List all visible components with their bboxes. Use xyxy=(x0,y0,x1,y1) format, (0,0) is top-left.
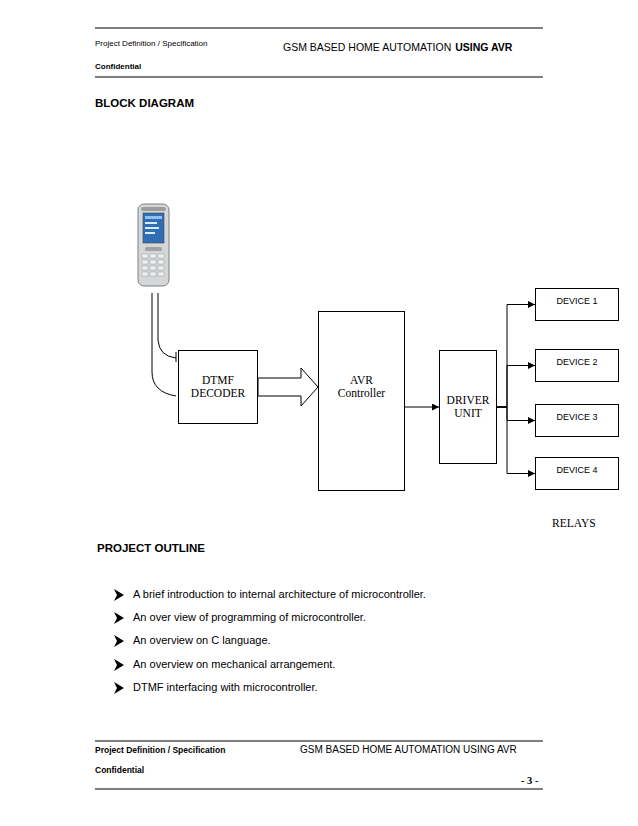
box-label: DEVICE 2 xyxy=(556,357,597,367)
box-label: AVR Controller xyxy=(331,374,393,400)
section-heading: PROJECT OUTLINE xyxy=(97,542,205,556)
signal-arrow xyxy=(152,293,176,396)
driver-box: DRIVER UNIT xyxy=(439,350,497,464)
bullet-arrow xyxy=(114,612,124,624)
header-title: GSM BASED HOME AUTOMATION xyxy=(283,41,451,54)
signal-arrow xyxy=(497,305,535,408)
controller-box: AVR Controller xyxy=(318,311,405,491)
bullet-text: An overview on mechanical arrangement. xyxy=(133,658,335,671)
footer-text: Confidential xyxy=(95,765,144,775)
page-number: - 3 - xyxy=(521,775,539,788)
device-box: DEVICE 4 xyxy=(535,457,619,490)
bullet-arrow xyxy=(114,589,124,601)
group-label: RELAYS xyxy=(552,517,596,531)
box-label: DTMF DECODER xyxy=(183,374,253,400)
signal-arrow xyxy=(497,407,535,421)
box-label: DRIVER UNIT xyxy=(444,394,492,420)
bullet-text: DTMF interfacing with microcontroller. xyxy=(133,681,318,694)
footer-text: Project Definition / Specification xyxy=(95,745,225,755)
header-title-row: GSM BASED HOME AUTOMATION USING AVR xyxy=(283,37,516,55)
header-text: Project Definition / Specification xyxy=(95,39,208,49)
block-arrow xyxy=(258,368,318,406)
box-label: DEVICE 1 xyxy=(556,296,597,306)
bullet-text: An overview on C language. xyxy=(133,634,271,647)
decoder-box: DTMF DECODER xyxy=(178,350,258,424)
footer-rule xyxy=(95,789,543,790)
header-text: Confidential xyxy=(95,62,141,72)
footer-title: GSM BASED HOME AUTOMATION USING AVR xyxy=(300,744,517,756)
device-box: DEVICE 1 xyxy=(535,288,619,321)
bullet-text: A brief introduction to internal archite… xyxy=(133,588,426,601)
device-box: DEVICE 3 xyxy=(535,404,619,437)
device-box: DEVICE 2 xyxy=(535,349,619,382)
signal-arrow xyxy=(405,407,439,408)
header-title: USING AVR xyxy=(455,41,512,54)
header-rule xyxy=(95,28,543,29)
footer-rule xyxy=(95,741,543,742)
bullet-text: An over view of programming of microcont… xyxy=(133,611,366,624)
bullet-arrow xyxy=(114,659,124,671)
signal-arrow xyxy=(497,366,535,408)
section-heading: BLOCK DIAGRAM xyxy=(95,97,194,111)
bullet-arrows xyxy=(114,589,124,694)
box-label: DEVICE 4 xyxy=(556,465,597,475)
bullet-arrow xyxy=(114,682,124,694)
mobile-phone xyxy=(138,204,169,286)
signal-arrow xyxy=(497,407,535,474)
header-rule xyxy=(95,77,543,78)
bullet-arrow xyxy=(114,635,124,647)
box-label: DEVICE 3 xyxy=(556,412,597,422)
